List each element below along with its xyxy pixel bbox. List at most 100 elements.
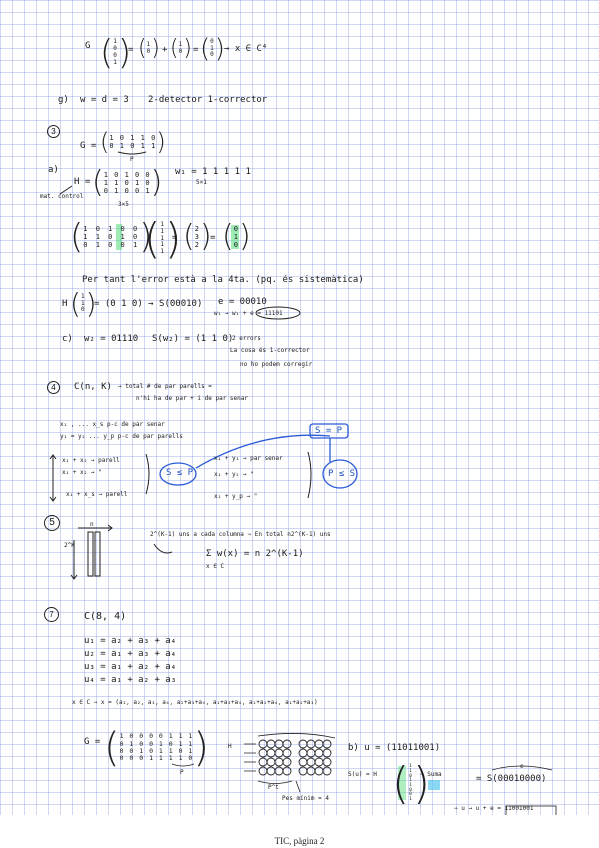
cell: 1 <box>409 797 413 803</box>
top-eq-2: = <box>193 45 199 55</box>
hand-drawn-strokes <box>49 151 557 815</box>
cell: 3 <box>194 232 200 241</box>
s3-two-errors: 2 errors <box>232 335 261 342</box>
cell: 0 <box>409 792 413 798</box>
s4-x-row: x₁ , ... x_s p-c de par senar <box>60 421 165 428</box>
matrix-row: 1 0 0 0 0 1 1 1 <box>119 732 194 741</box>
s7-u1: u₁ = a₂ + a₃ + a₄ <box>84 636 177 646</box>
cell: 0 <box>210 37 215 45</box>
cell: 0 <box>80 306 86 314</box>
cell: 1 <box>80 299 86 307</box>
s5-sum: Σ w(x) = n 2^(K-1) <box>206 549 304 559</box>
cell: 1 <box>80 292 86 300</box>
cell: 1 <box>113 58 118 66</box>
s3-h2-label: H <box>62 299 68 309</box>
s4-left1: x₁ + x₂ → parell <box>62 457 120 464</box>
s3-corr2: no ho podem corregir <box>240 361 313 368</box>
s5-k-label: 2^K <box>64 542 75 549</box>
s4-y-row: y₁ = y₂ ... y_p p-c de par parells <box>60 433 183 440</box>
matrix-row: 1 1 0 1 0 <box>83 232 140 241</box>
s3-a-label: a) <box>48 165 59 175</box>
highlight-su <box>398 766 406 800</box>
s3-e-text: e = 00010 <box>218 297 267 307</box>
s4-cnk: C(n, K) <box>74 382 112 392</box>
cell: 1 <box>233 232 239 241</box>
cell: 1 <box>146 41 152 49</box>
s3-error-text: Per tant l'error està a la 4ta. (pq. és … <box>82 275 364 285</box>
top-matrix-1-rows: 1 0 0 1 <box>113 38 118 67</box>
matrix-row: 1 0 1 0 0 <box>103 170 151 179</box>
s7-e-mark: e <box>520 763 524 770</box>
s7-u4: u₄ = a₁ + a₂ + a₃ <box>84 675 177 685</box>
highlight-vector <box>231 225 239 249</box>
s3-eq: = <box>172 233 178 243</box>
s3-c-label: c) <box>62 334 73 344</box>
s4-left2: x₁ + x₂ → " <box>62 469 102 476</box>
cell: 1 <box>409 764 413 770</box>
s3-corr1: La cosa és 1-corrector <box>230 347 310 354</box>
cell: 1 <box>160 234 166 242</box>
s3-g-label: G = <box>80 141 97 151</box>
cell: 0 <box>146 48 152 55</box>
cell: 0 <box>113 45 118 53</box>
s4-right1: x₁ + y₁ → par senar <box>214 455 283 462</box>
cell: 1 <box>113 38 118 46</box>
g-label: g) <box>58 95 69 105</box>
cyan-mark <box>428 780 440 790</box>
s7-u3: u₃ = a₁ + a₂ + a₄ <box>84 662 177 672</box>
s3-h2-eq: = (0 1 0) → S(00010) <box>94 299 203 309</box>
cell: 1 <box>409 768 413 774</box>
s3-sw2: S(w₂) = (1 1 0) <box>152 334 234 344</box>
cell: 1 <box>409 783 413 788</box>
g-note: 2-detector 1-corrector <box>148 95 268 105</box>
s7-suma: ⇒ Suma <box>420 771 442 778</box>
s4-line1: → total # de par parells = <box>118 383 212 390</box>
cell: 1 <box>160 220 166 228</box>
s3-w1e-text: w₁ → w₁ + e = 11101 <box>214 310 283 317</box>
s3-w1: w₁ = 1 1 1 1 1 <box>175 167 251 177</box>
s3-dims: 3×5 <box>118 201 129 208</box>
notebook-page <box>0 0 599 815</box>
s3-eq-2: = <box>210 233 216 243</box>
cell: 0 <box>233 241 239 250</box>
highlight-column <box>116 224 122 250</box>
cell: 0 <box>210 51 215 59</box>
s4-psl: P ≤ S <box>328 469 356 479</box>
g-text: w = d = 3 <box>80 95 129 105</box>
s4-sp: S ≤ P <box>166 468 194 478</box>
cell: 1 <box>178 41 184 49</box>
top-g-label: G <box>85 41 91 51</box>
s3-p-label: P <box>130 156 134 163</box>
top-plus: + <box>162 45 168 55</box>
s7-pt: P^t <box>268 784 279 791</box>
matrix-row: 1 0 1 0 0 <box>83 224 140 233</box>
cell: 1 <box>160 248 166 256</box>
cell: 0 <box>178 48 184 55</box>
page-footer: TIC, pàgina 2 <box>274 836 325 846</box>
s4-right3: x₁ + y_p → " <box>214 493 258 500</box>
cell: 0 <box>233 224 239 233</box>
s7-su: S(u) = H <box>348 771 377 778</box>
top-tail: → x ∈ C⁴ <box>224 44 268 54</box>
matrix-row: 0 1 0 0 1 <box>103 187 151 196</box>
cell: 2 <box>194 224 200 233</box>
cell: 1 <box>160 241 166 249</box>
matrix-row: 0 1 0 1 1 <box>109 142 157 150</box>
s7-h-label: H <box>228 743 232 750</box>
section-3-number: 3 <box>47 125 60 138</box>
s3-mat-control: mat. control <box>40 193 84 200</box>
s3-h-label: H = <box>74 177 91 187</box>
matrix-row: 0 0 1 0 1 1 0 1 <box>119 747 194 755</box>
s4-seqp: S = P <box>315 426 343 436</box>
matrix-row: 0 1 0 0 1 <box>83 241 140 250</box>
cell: 0 <box>113 52 118 59</box>
cell: 2 <box>194 241 200 250</box>
s7-minw: Pes mínim = 4 <box>282 795 329 802</box>
